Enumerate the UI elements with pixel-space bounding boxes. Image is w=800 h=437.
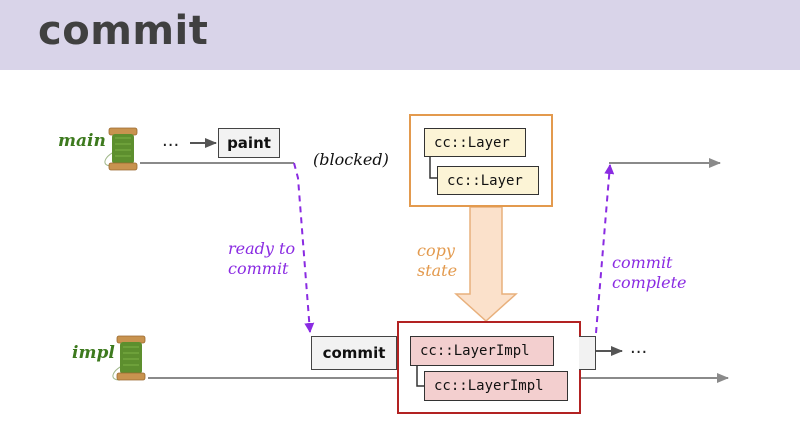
copy-state-note: copy state <box>417 241 457 281</box>
commit-complete-arrow <box>595 164 615 334</box>
impl-thread-spool-icon <box>112 335 146 381</box>
ready-to-commit-note: ready to commit <box>228 239 295 279</box>
main-thread-spool-icon <box>104 127 138 171</box>
main-layer-root: cc::Layer <box>424 128 526 157</box>
commit-box: commit <box>311 336 397 370</box>
main-layer-child: cc::Layer <box>437 166 539 195</box>
copy-note-line1: copy <box>417 241 455 260</box>
impl-tree-connector <box>416 366 424 387</box>
slide-title: commit <box>38 8 209 54</box>
main-ellipsis: ... <box>162 130 180 151</box>
impl-thread-label: impl <box>72 343 115 363</box>
impl-ellipsis: ... <box>630 337 648 358</box>
ready-note-line2: commit <box>228 259 289 278</box>
main-thread-label: main <box>58 131 106 151</box>
commit-box-tail <box>579 336 596 370</box>
copy-note-line2: state <box>417 261 458 280</box>
commit-complete-note: commit complete <box>612 253 687 293</box>
impl-layer-child: cc::LayerImpl <box>424 371 568 401</box>
ready-to-commit-arrow <box>293 162 315 333</box>
paint-box: paint <box>218 128 280 158</box>
complete-note-line1: commit <box>612 253 673 272</box>
impl-layer-root: cc::LayerImpl <box>410 336 554 366</box>
copy-state-arrow <box>454 206 518 323</box>
complete-note-line2: complete <box>612 273 687 292</box>
title-bar: commit <box>0 0 800 70</box>
blocked-note: (blocked) <box>313 150 389 169</box>
ready-note-line1: ready to <box>228 239 296 258</box>
main-tree-connector <box>429 157 438 179</box>
